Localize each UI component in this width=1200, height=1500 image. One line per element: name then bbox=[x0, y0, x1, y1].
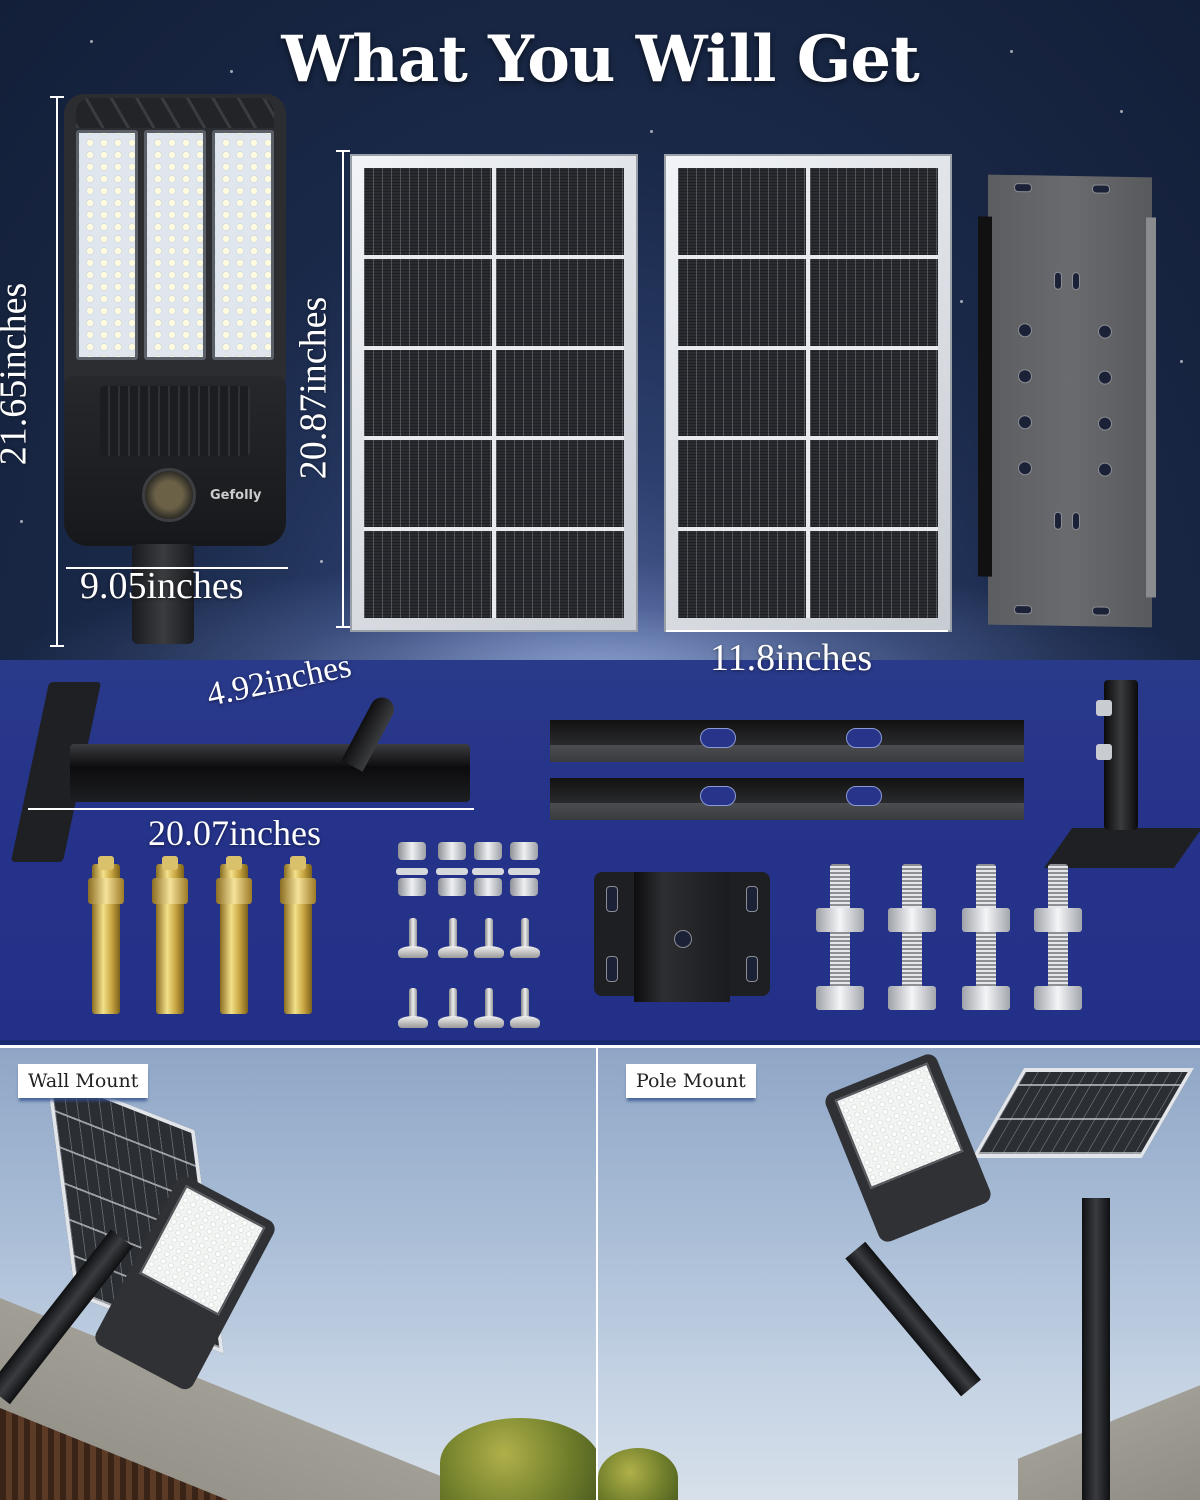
lamp-width-arrow bbox=[66, 567, 288, 569]
tree bbox=[440, 1418, 596, 1500]
arm-length-arrow bbox=[28, 808, 474, 810]
panel-width-label: 11.8inches bbox=[710, 637, 873, 679]
street-light-head: Gefolly bbox=[64, 94, 286, 644]
section-divider-band bbox=[0, 1040, 1200, 1046]
long-bolt bbox=[888, 864, 936, 1010]
lamp-height-label: 21.65inches bbox=[0, 282, 35, 466]
installation-photos: Wall Mount Pole Mount bbox=[0, 1045, 1200, 1500]
u-bracket bbox=[594, 872, 770, 1002]
expansion-anchor-bolt bbox=[216, 856, 252, 1014]
led-module bbox=[212, 130, 274, 360]
star bbox=[1120, 110, 1123, 113]
long-bolt bbox=[816, 864, 864, 1010]
screw bbox=[398, 988, 428, 1030]
dimension-cap bbox=[50, 645, 64, 647]
lamp-mount-neck bbox=[132, 544, 194, 644]
star bbox=[320, 560, 323, 563]
solar-panel-2 bbox=[664, 154, 952, 632]
star bbox=[230, 70, 233, 73]
bolt-nut-set bbox=[472, 842, 504, 900]
star bbox=[20, 520, 23, 523]
mounted-lamp bbox=[822, 1051, 994, 1245]
lamp-battery-body: Gefolly bbox=[64, 376, 286, 546]
expansion-anchor-bolt bbox=[280, 856, 316, 1014]
arm-length-label: 20.07inches bbox=[148, 813, 321, 853]
lamp-housing bbox=[64, 94, 286, 384]
photo-divider bbox=[596, 1045, 598, 1500]
pole-arm bbox=[845, 1241, 981, 1397]
screw bbox=[474, 988, 504, 1030]
screw bbox=[398, 918, 428, 960]
wall-mount-photo: Wall Mount bbox=[0, 1048, 596, 1500]
lamp-width-label: 9.05inches bbox=[80, 565, 244, 607]
expansion-anchor-bolt bbox=[152, 856, 188, 1014]
panel-rail-2 bbox=[550, 778, 1024, 820]
panel-height-label: 20.87inches bbox=[292, 296, 335, 480]
long-bolt bbox=[962, 864, 1010, 1010]
star bbox=[650, 130, 653, 133]
screw bbox=[438, 918, 468, 960]
panel-rail-1 bbox=[550, 720, 1024, 762]
mounting-arm bbox=[70, 744, 470, 802]
pole-stand-base bbox=[1043, 828, 1200, 868]
star bbox=[960, 300, 963, 303]
star bbox=[1180, 360, 1183, 363]
long-bolt bbox=[1034, 864, 1082, 1010]
screw bbox=[438, 988, 468, 1030]
star bbox=[90, 40, 93, 43]
led-module bbox=[76, 130, 138, 360]
bolt-nut-set bbox=[508, 842, 540, 900]
mounted-solar-panel bbox=[972, 1068, 1194, 1158]
led-module bbox=[144, 130, 206, 360]
panel-mounting-plate bbox=[978, 174, 1156, 628]
heat-sink-fins bbox=[100, 386, 250, 456]
screw bbox=[474, 918, 504, 960]
brand-logo: Gefolly bbox=[210, 488, 262, 503]
lamp-top-vent bbox=[76, 98, 274, 128]
bolt-head bbox=[1096, 744, 1112, 760]
lamp-height-arrow bbox=[56, 96, 58, 646]
pole-mount-photo: Pole Mount bbox=[598, 1048, 1200, 1500]
panel-height-arrow bbox=[342, 150, 344, 628]
bolt-head bbox=[1096, 700, 1112, 716]
bolt-nut-set bbox=[436, 842, 468, 900]
screw bbox=[510, 988, 540, 1030]
tree bbox=[598, 1448, 678, 1500]
star bbox=[1010, 50, 1013, 53]
panel-width-arrow bbox=[666, 630, 948, 632]
page-title: What You Will Get bbox=[281, 22, 919, 97]
street-pole bbox=[1082, 1198, 1110, 1500]
expansion-anchor-bolt bbox=[88, 856, 124, 1014]
pole-mount-label: Pole Mount bbox=[626, 1064, 756, 1098]
solar-panel-1 bbox=[350, 154, 638, 632]
dimension-cap bbox=[336, 626, 350, 628]
screw bbox=[510, 918, 540, 960]
light-sensor-icon bbox=[142, 468, 196, 522]
wall-mount-label: Wall Mount bbox=[18, 1064, 149, 1098]
bolt-nut-set bbox=[396, 842, 428, 900]
